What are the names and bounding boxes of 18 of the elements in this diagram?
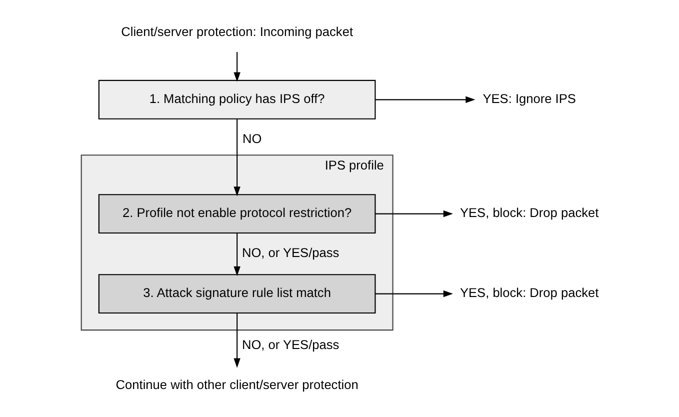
node-box: 2. Profile not enable protocol restriction? — [98, 194, 376, 234]
arrow — [233, 118, 240, 196]
edge-label: NO — [242, 130, 262, 146]
node-text: Client/server protection: Incoming packet — [120, 23, 353, 38]
node-text: YES, block: Drop packet — [459, 204, 598, 220]
arrow — [374, 290, 452, 297]
node-text: Continue with other client/server protection — [115, 376, 358, 392]
node-box: 3. Attack signature rule list match — [98, 274, 376, 314]
arrow — [233, 312, 240, 368]
node-text: YES: Ignore IPS — [482, 90, 576, 106]
edge-label: NO, or YES/pass — [241, 244, 339, 260]
edge-label: NO, or YES/pass — [241, 336, 339, 352]
node-box: 1. Matching policy has IPS off? — [98, 79, 376, 119]
arrow — [374, 210, 452, 217]
arrow — [374, 96, 475, 103]
arrow — [233, 232, 240, 276]
arrow — [233, 52, 240, 82]
node-text: YES, block: Drop packet — [459, 284, 598, 300]
